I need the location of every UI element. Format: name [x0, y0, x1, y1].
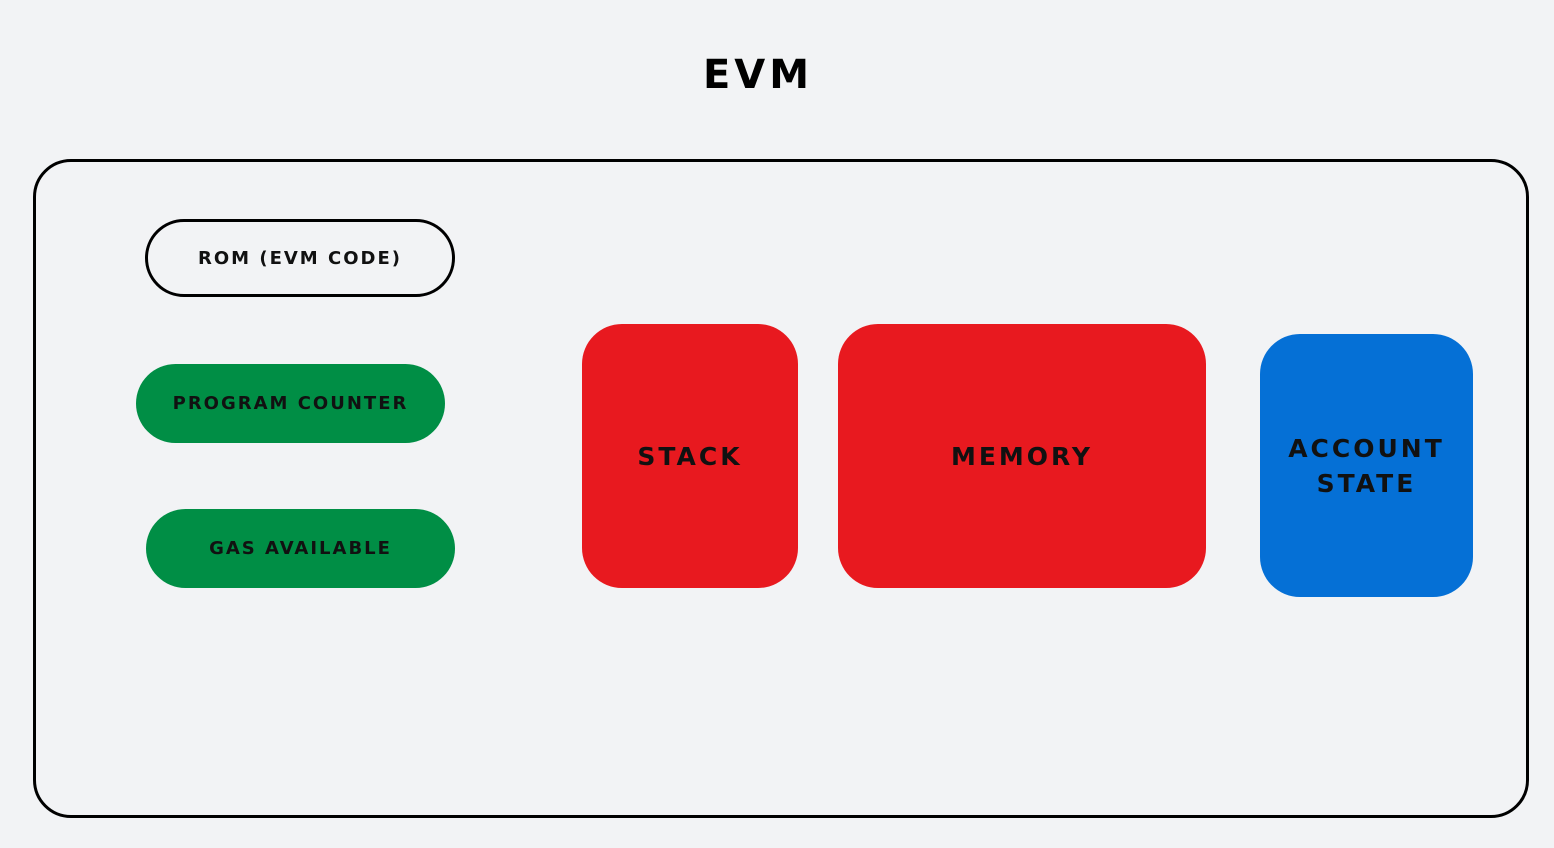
memory-box: MEMORY: [838, 324, 1206, 588]
stack-box: STACK: [582, 324, 798, 588]
account-state-box: ACCOUNT STATE: [1260, 334, 1473, 597]
program-counter-box: PROGRAM COUNTER: [136, 364, 445, 443]
rom-evm-code-box: ROM (EVM CODE): [145, 219, 455, 297]
evm-container-frame: [33, 159, 1529, 818]
diagram-title: EVM: [702, 52, 814, 98]
gas-available-box: GAS AVAILABLE: [146, 509, 455, 588]
account-state-label-line-2: STATE: [1316, 468, 1417, 498]
account-state-label-line-1: ACCOUNT: [1288, 433, 1445, 463]
